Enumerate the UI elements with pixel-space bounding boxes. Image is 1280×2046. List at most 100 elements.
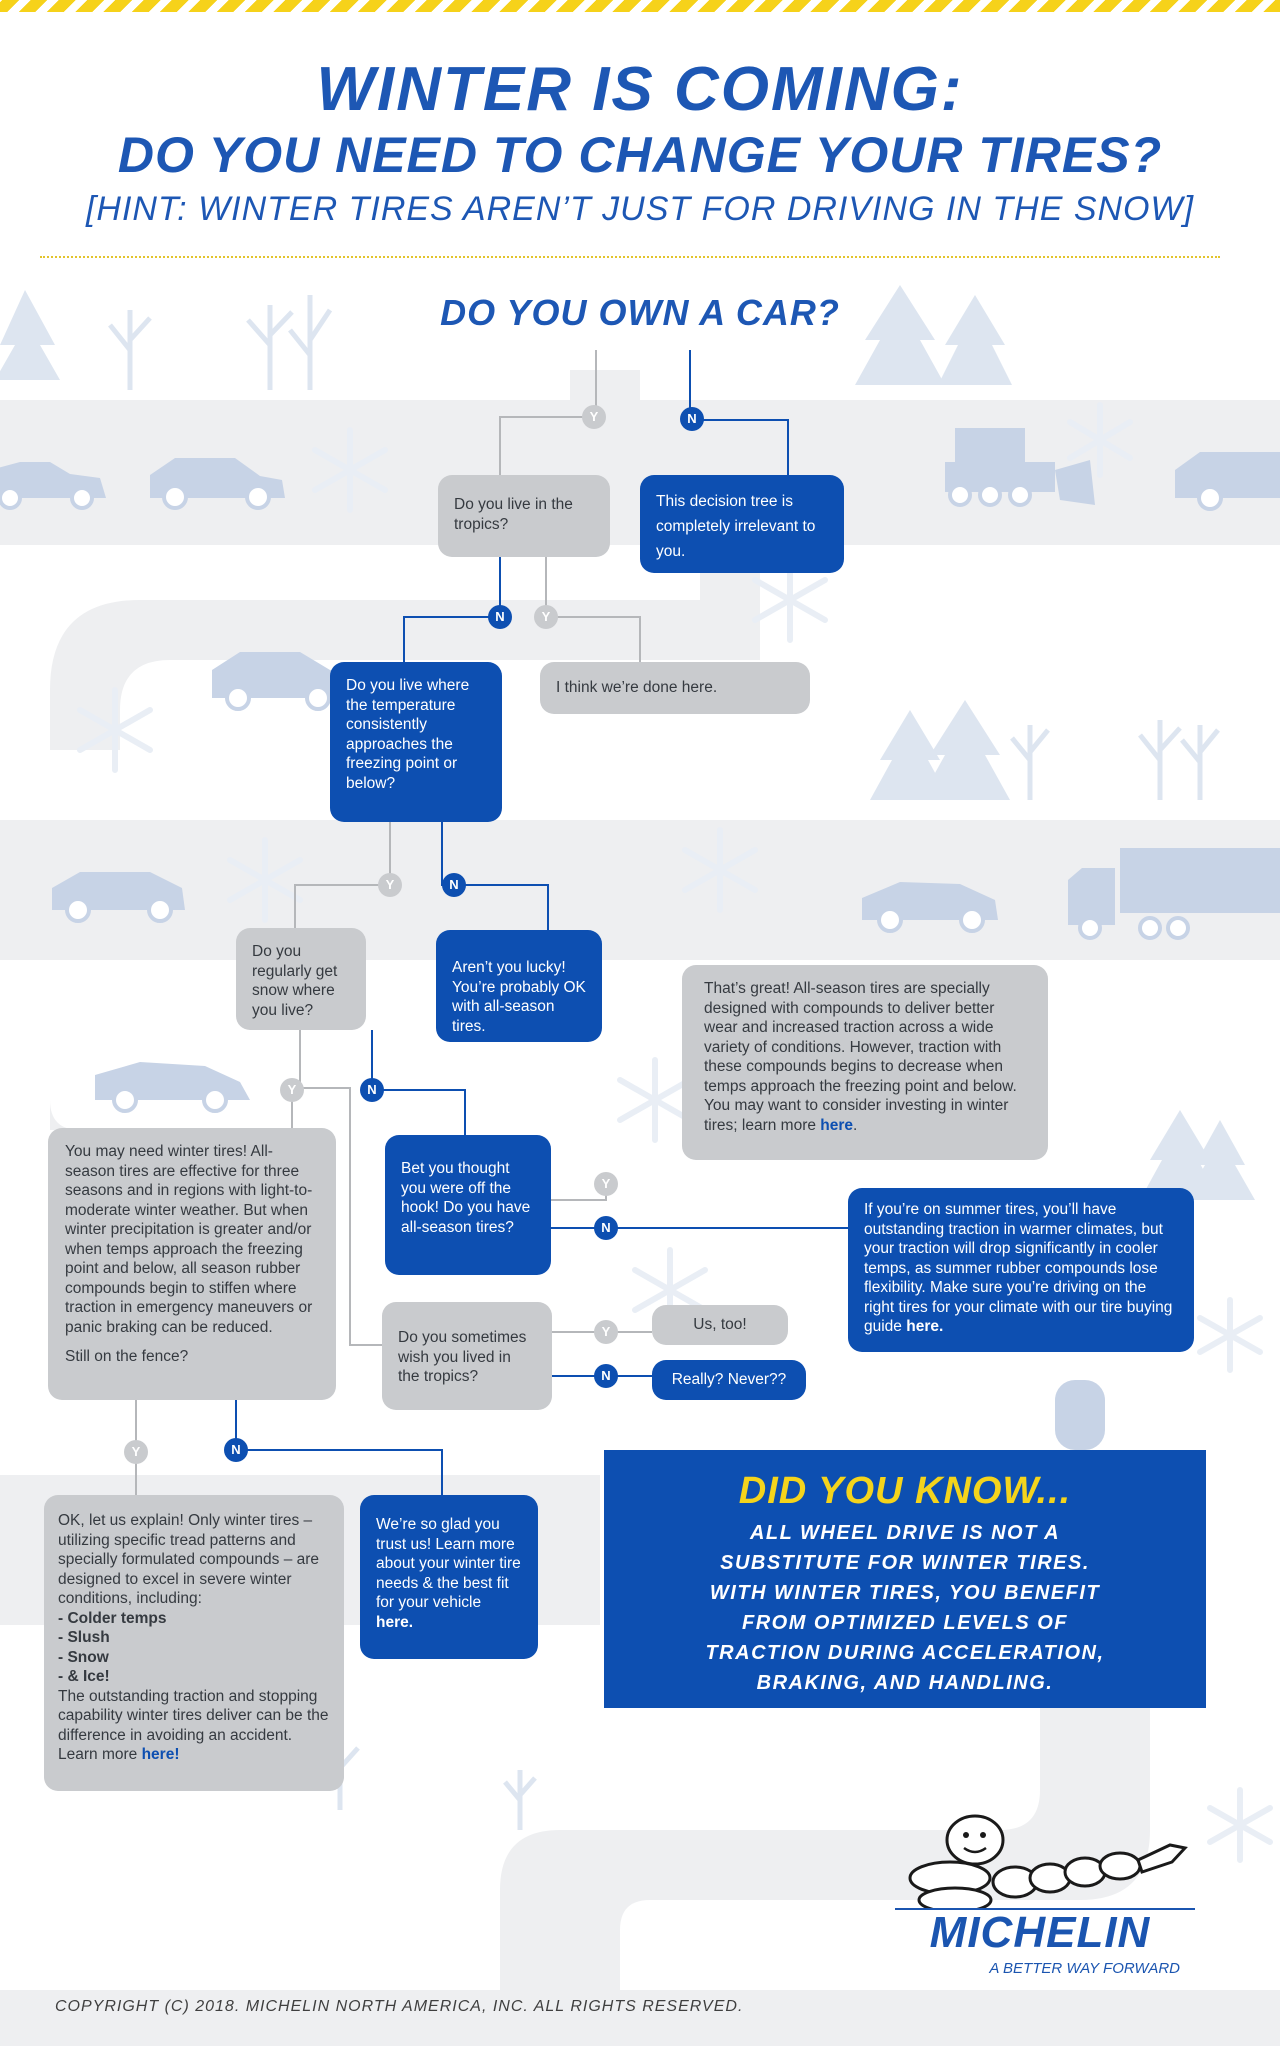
bare-tree-icon bbox=[1010, 725, 1050, 800]
road-curve bbox=[570, 370, 640, 400]
done-node: I think we’re done here. bbox=[540, 662, 810, 714]
yes-marker: Y bbox=[124, 1440, 148, 1464]
connector-no-freezing bbox=[441, 822, 549, 930]
car-icon bbox=[1175, 452, 1280, 511]
no-marker: N bbox=[594, 1364, 618, 1388]
yes-marker: Y bbox=[534, 605, 558, 629]
brand-name: MICHELIN bbox=[929, 1908, 1151, 1957]
snowflake-icon bbox=[227, 837, 303, 923]
did-you-know-line: WITH WINTER TIRES, YOU BENEFIT bbox=[709, 1582, 1101, 1604]
did-you-know-line: SUBSTITUTE FOR WINTER TIRES. bbox=[720, 1552, 1090, 1574]
pine-tree-icon bbox=[870, 710, 950, 800]
may-need-question: Still on the fence? bbox=[65, 1348, 189, 1365]
car-icon bbox=[95, 1062, 250, 1113]
snowflake-icon bbox=[1067, 402, 1133, 478]
irrelevant-node: This decision tree is completely irrelev… bbox=[640, 475, 844, 573]
glad-text: We’re so glad you trust us! Learn more a… bbox=[376, 1516, 521, 1611]
no-marker: N bbox=[680, 407, 704, 431]
car-icon bbox=[212, 652, 345, 711]
michelin-logo: MICHELIN A BETTER WAY FORWARD bbox=[880, 1800, 1210, 1990]
truck-icon bbox=[1068, 848, 1280, 940]
us-too-node: Us, too! bbox=[652, 1305, 788, 1345]
pine-tree-icon bbox=[0, 290, 60, 380]
yes-marker: Y bbox=[280, 1078, 304, 1102]
explain-item: - & Ice! bbox=[58, 1668, 110, 1685]
connector-no-fence bbox=[235, 1400, 443, 1495]
hint-subtitle: [HINT: WINTER TIRES AREN’T JUST FOR DRIV… bbox=[85, 190, 1195, 228]
wish-question: Do you sometimes wish you lived in the t… bbox=[382, 1302, 552, 1410]
car-icon bbox=[0, 462, 106, 510]
explain-item: - Slush bbox=[58, 1629, 110, 1646]
freezing-question: Do you live where the temperature consis… bbox=[330, 662, 502, 822]
pine-tree-icon bbox=[920, 700, 1010, 800]
snowflake-icon bbox=[1197, 1297, 1263, 1373]
brand-tagline: A BETTER WAY FORWARD bbox=[989, 1960, 1180, 1977]
explain-link[interactable]: here! bbox=[141, 1746, 180, 1763]
did-you-know-panel: DID YOU KNOW... ALL WHEEL DRIVE IS NOT A… bbox=[604, 1450, 1206, 1708]
glad-link[interactable]: here. bbox=[376, 1613, 414, 1631]
great-link[interactable]: here bbox=[820, 1116, 854, 1134]
may-need-node: You may need winter tires! All-season ti… bbox=[48, 1128, 336, 1400]
bare-tree-icon bbox=[1180, 725, 1220, 800]
bare-tree-icon bbox=[503, 1770, 537, 1830]
explain-tail: The outstanding traction and stopping ca… bbox=[58, 1687, 329, 1764]
car-icon bbox=[52, 872, 185, 923]
bare-tree-icon bbox=[1138, 720, 1182, 800]
tropics-question: Do you live in the tropics? bbox=[438, 475, 610, 557]
connector-no-car bbox=[689, 350, 789, 475]
explain-node: OK, let us explain! Only winter tires – … bbox=[44, 1495, 344, 1791]
snowflake-icon bbox=[312, 427, 388, 513]
yes-marker: Y bbox=[594, 1172, 618, 1196]
title-line-1: WINTER IS COMING: bbox=[316, 55, 964, 124]
snowflakes bbox=[77, 402, 1273, 1863]
explain-item: - Snow bbox=[58, 1648, 109, 1666]
road-band bbox=[0, 1990, 1280, 2046]
pine-tree-icon bbox=[938, 295, 1012, 385]
no-marker: N bbox=[224, 1438, 248, 1462]
start-question: DO YOU OWN A CAR? bbox=[440, 292, 840, 333]
did-you-know-heading: DID YOU KNOW... bbox=[738, 1470, 1072, 1512]
pine-tree-icon bbox=[1185, 1120, 1255, 1200]
snowflake-icon bbox=[682, 827, 758, 913]
connector-no-snow bbox=[371, 1030, 466, 1135]
did-you-know-line: ALL WHEEL DRIVE IS NOT A bbox=[749, 1522, 1061, 1544]
great-text: That’s great! All-season tires are speci… bbox=[704, 980, 1017, 1134]
road-band bbox=[0, 820, 1280, 960]
connector-yes-tropics bbox=[545, 557, 641, 662]
no-marker: N bbox=[594, 1216, 618, 1240]
summer-node: If you’re on summer tires, you’ll have o… bbox=[848, 1188, 1194, 1352]
car-icon bbox=[1055, 1380, 1105, 1450]
pine-tree-icon bbox=[855, 285, 945, 385]
lucky-node: Aren’t you lucky! You’re probably OK wit… bbox=[436, 930, 602, 1042]
bare-tree-icon bbox=[246, 305, 294, 390]
snowflake-icon bbox=[752, 557, 828, 643]
snow-question: Do you regularly get snow where you live… bbox=[236, 928, 366, 1030]
connector-yes-car bbox=[499, 350, 597, 475]
snowplow-icon bbox=[945, 428, 1095, 507]
summer-text: If you’re on summer tires, you’ll have o… bbox=[864, 1201, 1173, 1335]
michelin-man-icon bbox=[895, 1814, 1195, 1914]
no-marker: N bbox=[488, 605, 512, 629]
snowflake-icon bbox=[617, 1057, 693, 1143]
yes-marker: Y bbox=[594, 1320, 618, 1344]
yes-marker: Y bbox=[378, 873, 402, 897]
glad-node: We’re so glad you trust us! Learn more a… bbox=[360, 1495, 538, 1659]
did-you-know-line: TRACTION DURING ACCELERATION, bbox=[705, 1642, 1105, 1664]
connector-snow-wish bbox=[292, 1087, 385, 1346]
car-icon bbox=[150, 458, 285, 510]
did-you-know-line: FROM OPTIMIZED LEVELS OF bbox=[742, 1612, 1068, 1634]
bare-trees bbox=[108, 295, 1220, 1830]
hazard-stripe bbox=[0, 0, 1280, 12]
all-season-question: Bet you thought you were off the hook! D… bbox=[385, 1135, 551, 1275]
trees bbox=[0, 285, 1255, 1200]
did-you-know-line: BRAKING, AND HANDLING. bbox=[756, 1672, 1054, 1694]
connector-yes-freezing bbox=[294, 822, 391, 928]
summer-link[interactable]: here. bbox=[906, 1318, 944, 1335]
never-node: Really? Never?? bbox=[652, 1360, 806, 1400]
cars bbox=[0, 428, 1280, 1450]
bare-tree-icon bbox=[288, 295, 333, 390]
yes-marker: Y bbox=[582, 405, 606, 429]
copyright-footer: COPYRIGHT (C) 2018. MICHELIN NORTH AMERI… bbox=[55, 1998, 744, 2015]
snowflake-icon bbox=[1207, 1787, 1273, 1863]
